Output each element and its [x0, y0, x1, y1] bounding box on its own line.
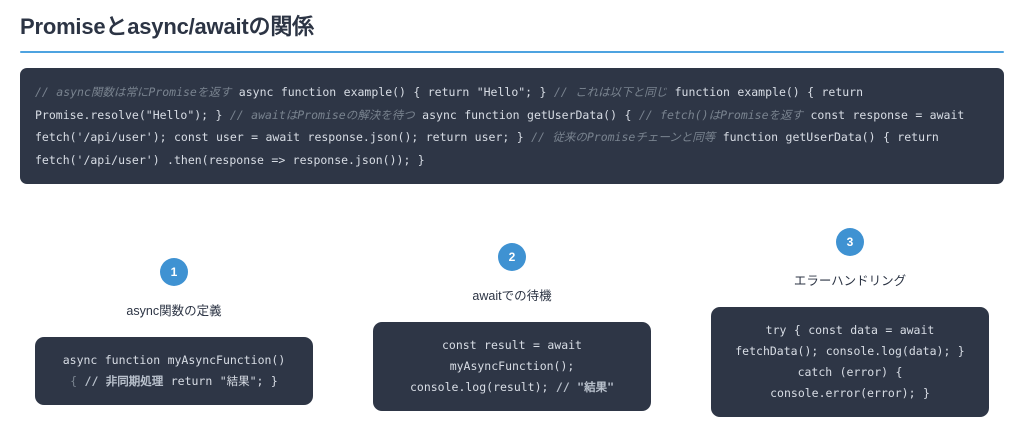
- step-item-2: 2 awaitでの待機 const result = await myAsync…: [358, 243, 666, 411]
- step-code-line: console.error(error); }: [725, 383, 975, 404]
- page-title: Promiseとasync/awaitの関係: [20, 14, 314, 39]
- step1-code-line-2-pre: {: [70, 373, 85, 388]
- title-underline-rule: [20, 50, 1004, 53]
- step2-code-line-3-pre: console.log(result);: [409, 379, 556, 394]
- code-comment-3: // awaitはPromiseの解決を待つ: [229, 107, 415, 122]
- step1-code-comment: // 非同期処理: [85, 374, 164, 388]
- step-code-block-2: const result = await myAsyncFunction(); …: [373, 321, 651, 411]
- step1-code-line-1: async function myAsyncFunction(): [62, 352, 286, 367]
- main-code-text: // async関数は常にPromiseを返す async function e…: [35, 81, 990, 171]
- step-label-3: エラーハンドリング: [793, 274, 907, 288]
- step-badge-1: 1: [160, 258, 188, 286]
- step-code-line: console.log(result); // "結果": [387, 377, 637, 398]
- step-item-3: 3 エラーハンドリング try { const data = await fet…: [696, 228, 1004, 417]
- step-code-line: const result = await: [387, 335, 637, 356]
- step-code-line: catch (error) {: [725, 362, 975, 383]
- step3-code-line-2: fetchData(); console.log(data); }: [735, 343, 965, 358]
- code-snippet-5: function getUserData() { return fetch('/…: [35, 130, 939, 167]
- step2-comment-text: // "結果": [555, 379, 615, 394]
- step-code-line: fetchData(); console.log(data); }: [725, 341, 975, 362]
- code-comment-1: // async関数は常にPromiseを返す: [35, 85, 232, 99]
- step2-code-line-1: const result = await: [442, 337, 582, 352]
- step1-code-line-2-post: return "結果"; }: [163, 373, 278, 388]
- code-comment-4: // fetch()はPromiseを返す: [638, 107, 804, 122]
- main-code-panel: // async関数は常にPromiseを返す async function e…: [20, 68, 1004, 184]
- code-comment-5: // 従来のPromiseチェーンと同等: [531, 130, 716, 144]
- step-label-2: awaitでの待機: [472, 289, 552, 303]
- step1-comment-text: // 非同期処理: [84, 373, 164, 388]
- code-comment-2: // これは以下と同じ: [553, 85, 668, 99]
- code-snippet-1: async function example() { return "Hello…: [238, 85, 547, 99]
- step-badge-2: 2: [498, 243, 526, 271]
- code-snippet-3: async function getUserData() {: [422, 107, 632, 122]
- step-badge-3: 3: [836, 228, 864, 256]
- step-item-1: 1 async関数の定義 async function myAsyncFunct…: [20, 258, 328, 405]
- step3-code-line-4: console.error(error); }: [770, 385, 930, 400]
- step-code-line: try { const data = await: [725, 320, 975, 341]
- code-snippet-2: function example() { return Promise.reso…: [35, 85, 864, 122]
- step-code-line: myAsyncFunction();: [387, 356, 637, 377]
- step-label-1: async関数の定義: [126, 304, 222, 318]
- step3-code-line-1: try { const data = await: [765, 322, 935, 337]
- step2-code-comment: // "結果": [556, 380, 614, 394]
- step-code-block-3: try { const data = await fetchData(); co…: [711, 306, 989, 417]
- step3-code-line-3: catch (error) {: [797, 364, 903, 379]
- step-code-line: async function myAsyncFunction(): [49, 350, 299, 371]
- step-code-block-1: async function myAsyncFunction() { // 非同…: [35, 336, 313, 405]
- steps-row: 1 async関数の定義 async function myAsyncFunct…: [0, 228, 1024, 417]
- code-snippet-4: const response = await fetch('/api/user'…: [35, 107, 965, 145]
- step-code-line: { // 非同期処理 return "結果"; }: [49, 371, 299, 392]
- page-header: Promiseとasync/awaitの関係: [0, 0, 1024, 53]
- step2-code-line-2: myAsyncFunction();: [449, 358, 575, 373]
